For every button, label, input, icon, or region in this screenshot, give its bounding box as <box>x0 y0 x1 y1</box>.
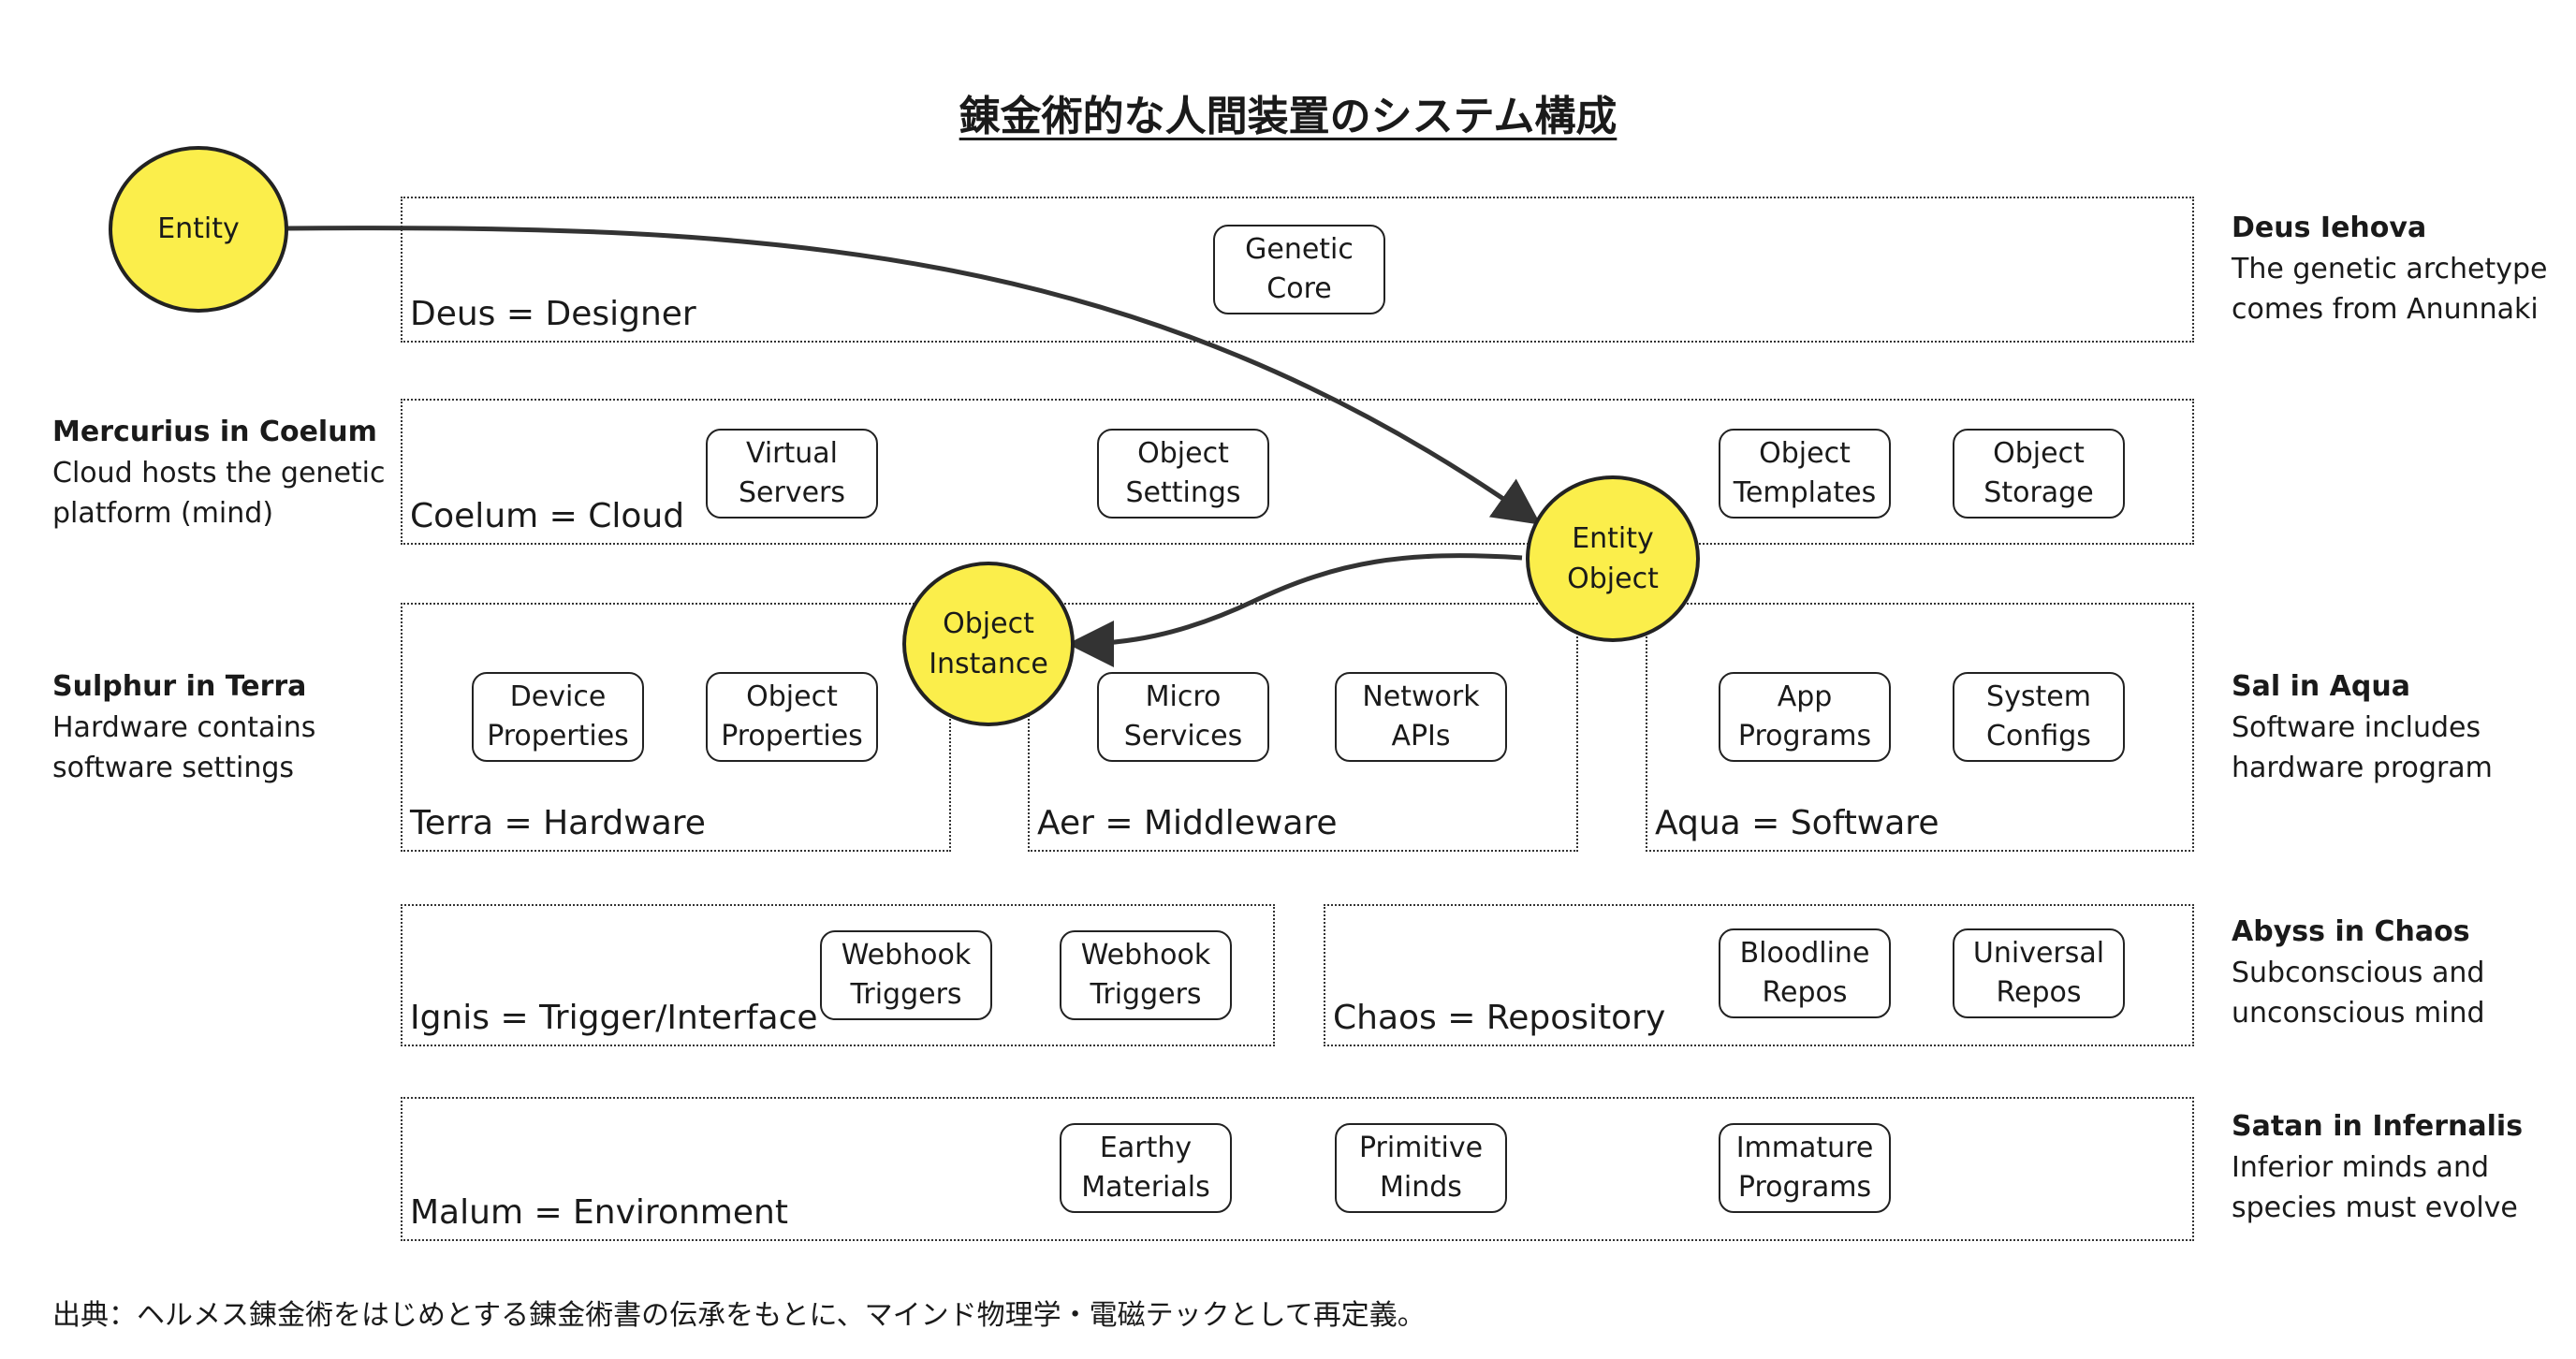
component-bloodline-repos: Bloodline Repos <box>1719 928 1891 1018</box>
component-genetic-core: Genetic Core <box>1213 225 1385 314</box>
note-text: Hardware contains software settings <box>52 710 316 785</box>
layer-ignis: Ignis = Trigger/Interface <box>401 904 1275 1046</box>
note-text: The genetic archetype comes from Anunnak… <box>2232 252 2548 327</box>
layer-terra: Terra = Hardware <box>401 603 951 852</box>
component-app-programs: App Programs <box>1719 672 1891 762</box>
layer-label: Malum = Environment <box>410 1193 788 1232</box>
layer-chaos: Chaos = Repository <box>1324 904 2194 1046</box>
note-title: Abyss in Chaos <box>2232 915 2470 948</box>
note-text: Software includes hardware program <box>2232 710 2493 785</box>
component-micro-services: Micro Services <box>1097 672 1269 762</box>
component-object-settings: Object Settings <box>1097 429 1269 519</box>
component-object-properties: Object Properties <box>706 672 878 762</box>
layer-malum: Malum = Environment <box>401 1097 2194 1241</box>
layer-label: Deus = Designer <box>410 295 696 333</box>
page-title: 錬金術的な人間装置のシステム構成 <box>959 93 1617 140</box>
layer-label: Aqua = Software <box>1655 804 1939 842</box>
note-title: Mercurius in Coelum <box>52 416 377 448</box>
layer-label: Coelum = Cloud <box>410 497 685 535</box>
note-title: Sulphur in Terra <box>52 670 307 703</box>
note-sulphur: Sulphur in Terra Hardware contains softw… <box>52 666 315 789</box>
component-immature-programs: Immature Programs <box>1719 1123 1891 1213</box>
note-text: Inferior minds and species must evolve <box>2232 1150 2518 1225</box>
layer-aqua: Aqua = Software <box>1646 603 2194 852</box>
note-text: Subconscious and unconscious mind <box>2232 956 2485 1030</box>
component-primitive-minds: Primitive Minds <box>1335 1123 1507 1213</box>
note-text: Cloud hosts the genetic platform (mind) <box>52 456 386 531</box>
component-virtual-servers: Virtual Servers <box>706 429 878 519</box>
layer-label: Ignis = Trigger/Interface <box>410 999 818 1037</box>
arrow-entity-object-to-object-instance <box>1067 553 1523 667</box>
note-title: Deus Iehova <box>2232 212 2427 244</box>
layer-label: Terra = Hardware <box>410 804 706 842</box>
layer-coelum: Coelum = Cloud <box>401 399 2194 545</box>
node-entity-object: Entity Object <box>1526 475 1700 642</box>
note-sal: Sal in Aqua Software includes hardware p… <box>2232 666 2493 789</box>
layer-deus: Deus = Designer <box>401 197 2194 343</box>
component-earthy-materials: Earthy Materials <box>1060 1123 1232 1213</box>
note-mercurius: Mercurius in Coelum Cloud hosts the gene… <box>52 412 386 534</box>
arrow-entity-to-entity-object <box>284 226 1542 525</box>
component-object-templates: Object Templates <box>1719 429 1891 519</box>
layer-aer: Aer = Middleware <box>1028 603 1578 852</box>
source-footnote: 出典：ヘルメス錬金術をはじめとする錬金術書の伝承をもとに、マインド物理学・電磁テ… <box>52 1299 1426 1332</box>
note-title: Sal in Aqua <box>2232 670 2410 703</box>
node-entity: Entity <box>109 146 288 313</box>
note-abyss: Abyss in Chaos Subconscious and unconsci… <box>2232 912 2485 1034</box>
note-satan: Satan in Infernalis Inferior minds and s… <box>2232 1106 2523 1229</box>
component-network-apis: Network APIs <box>1335 672 1507 762</box>
layer-label: Chaos = Repository <box>1333 999 1666 1037</box>
component-device-properties: Device Properties <box>472 672 644 762</box>
node-object-instance: Object Instance <box>902 562 1075 726</box>
component-webhook-triggers: Webhook Triggers <box>1060 930 1232 1020</box>
note-deus-iehova: Deus Iehova The genetic archetype comes … <box>2232 208 2547 330</box>
component-webhook-triggers: Webhook Triggers <box>820 930 992 1020</box>
note-title: Satan in Infernalis <box>2232 1110 2524 1143</box>
layer-label: Aer = Middleware <box>1037 804 1338 842</box>
component-object-storage: Object Storage <box>1953 429 2125 519</box>
component-universal-repos: Universal Repos <box>1953 928 2125 1018</box>
component-system-configs: System Configs <box>1953 672 2125 762</box>
